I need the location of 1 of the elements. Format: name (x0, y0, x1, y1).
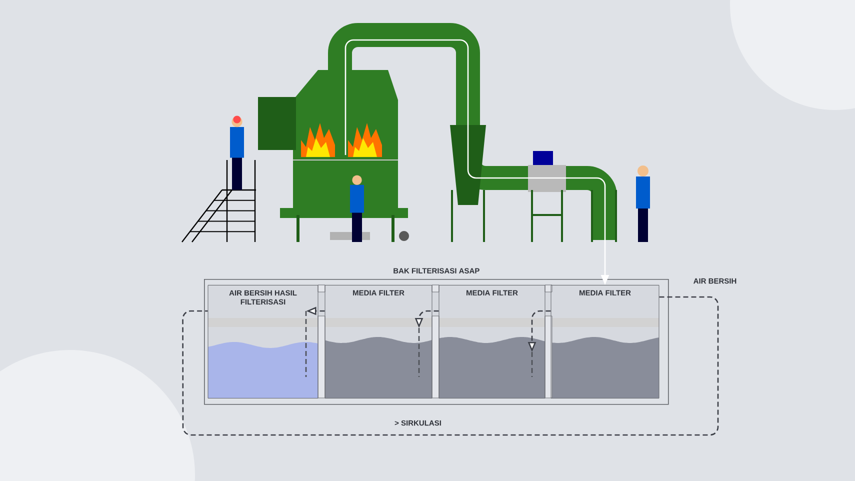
incinerator-drawing (258, 23, 617, 242)
